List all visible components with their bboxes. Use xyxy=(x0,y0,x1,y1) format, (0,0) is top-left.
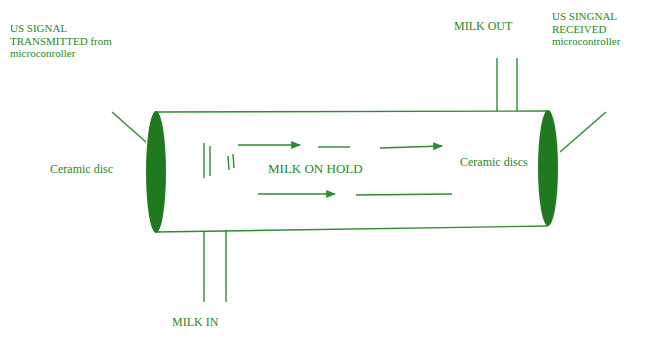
flow-label: MILK OUT xyxy=(454,20,544,34)
flow-mark xyxy=(203,143,204,178)
signal-label: US SINGNAL RECEIVED microcontroller xyxy=(552,10,640,48)
flow-label: MILK ON HOLD xyxy=(268,162,388,177)
flow-arrow xyxy=(258,193,335,194)
flow-arrow xyxy=(380,146,442,148)
tube-wall xyxy=(155,226,548,232)
flow-arrow xyxy=(356,194,452,195)
outlet-pipe xyxy=(516,58,517,111)
tube-wall xyxy=(155,111,548,112)
ceramic-disc xyxy=(146,111,166,233)
leader-line xyxy=(112,112,146,142)
signal-label: US SIGNAL TRANSMITTED from microconrolle… xyxy=(10,22,122,60)
flow-mark xyxy=(209,146,210,176)
ceramic-disc xyxy=(538,110,558,226)
flow-arrow xyxy=(318,146,350,147)
inlet-pipe xyxy=(225,230,226,302)
flow-mark xyxy=(233,154,234,168)
outlet-pipe xyxy=(496,58,497,111)
part-label: Ceramic discs xyxy=(460,156,536,170)
part-label: Ceramic disc xyxy=(50,163,140,177)
inlet-pipe xyxy=(203,231,204,302)
flow-label: MILK IN xyxy=(172,316,262,330)
flow-mark xyxy=(228,156,229,170)
flow-arrow xyxy=(238,144,300,145)
leader-line xyxy=(560,112,606,152)
